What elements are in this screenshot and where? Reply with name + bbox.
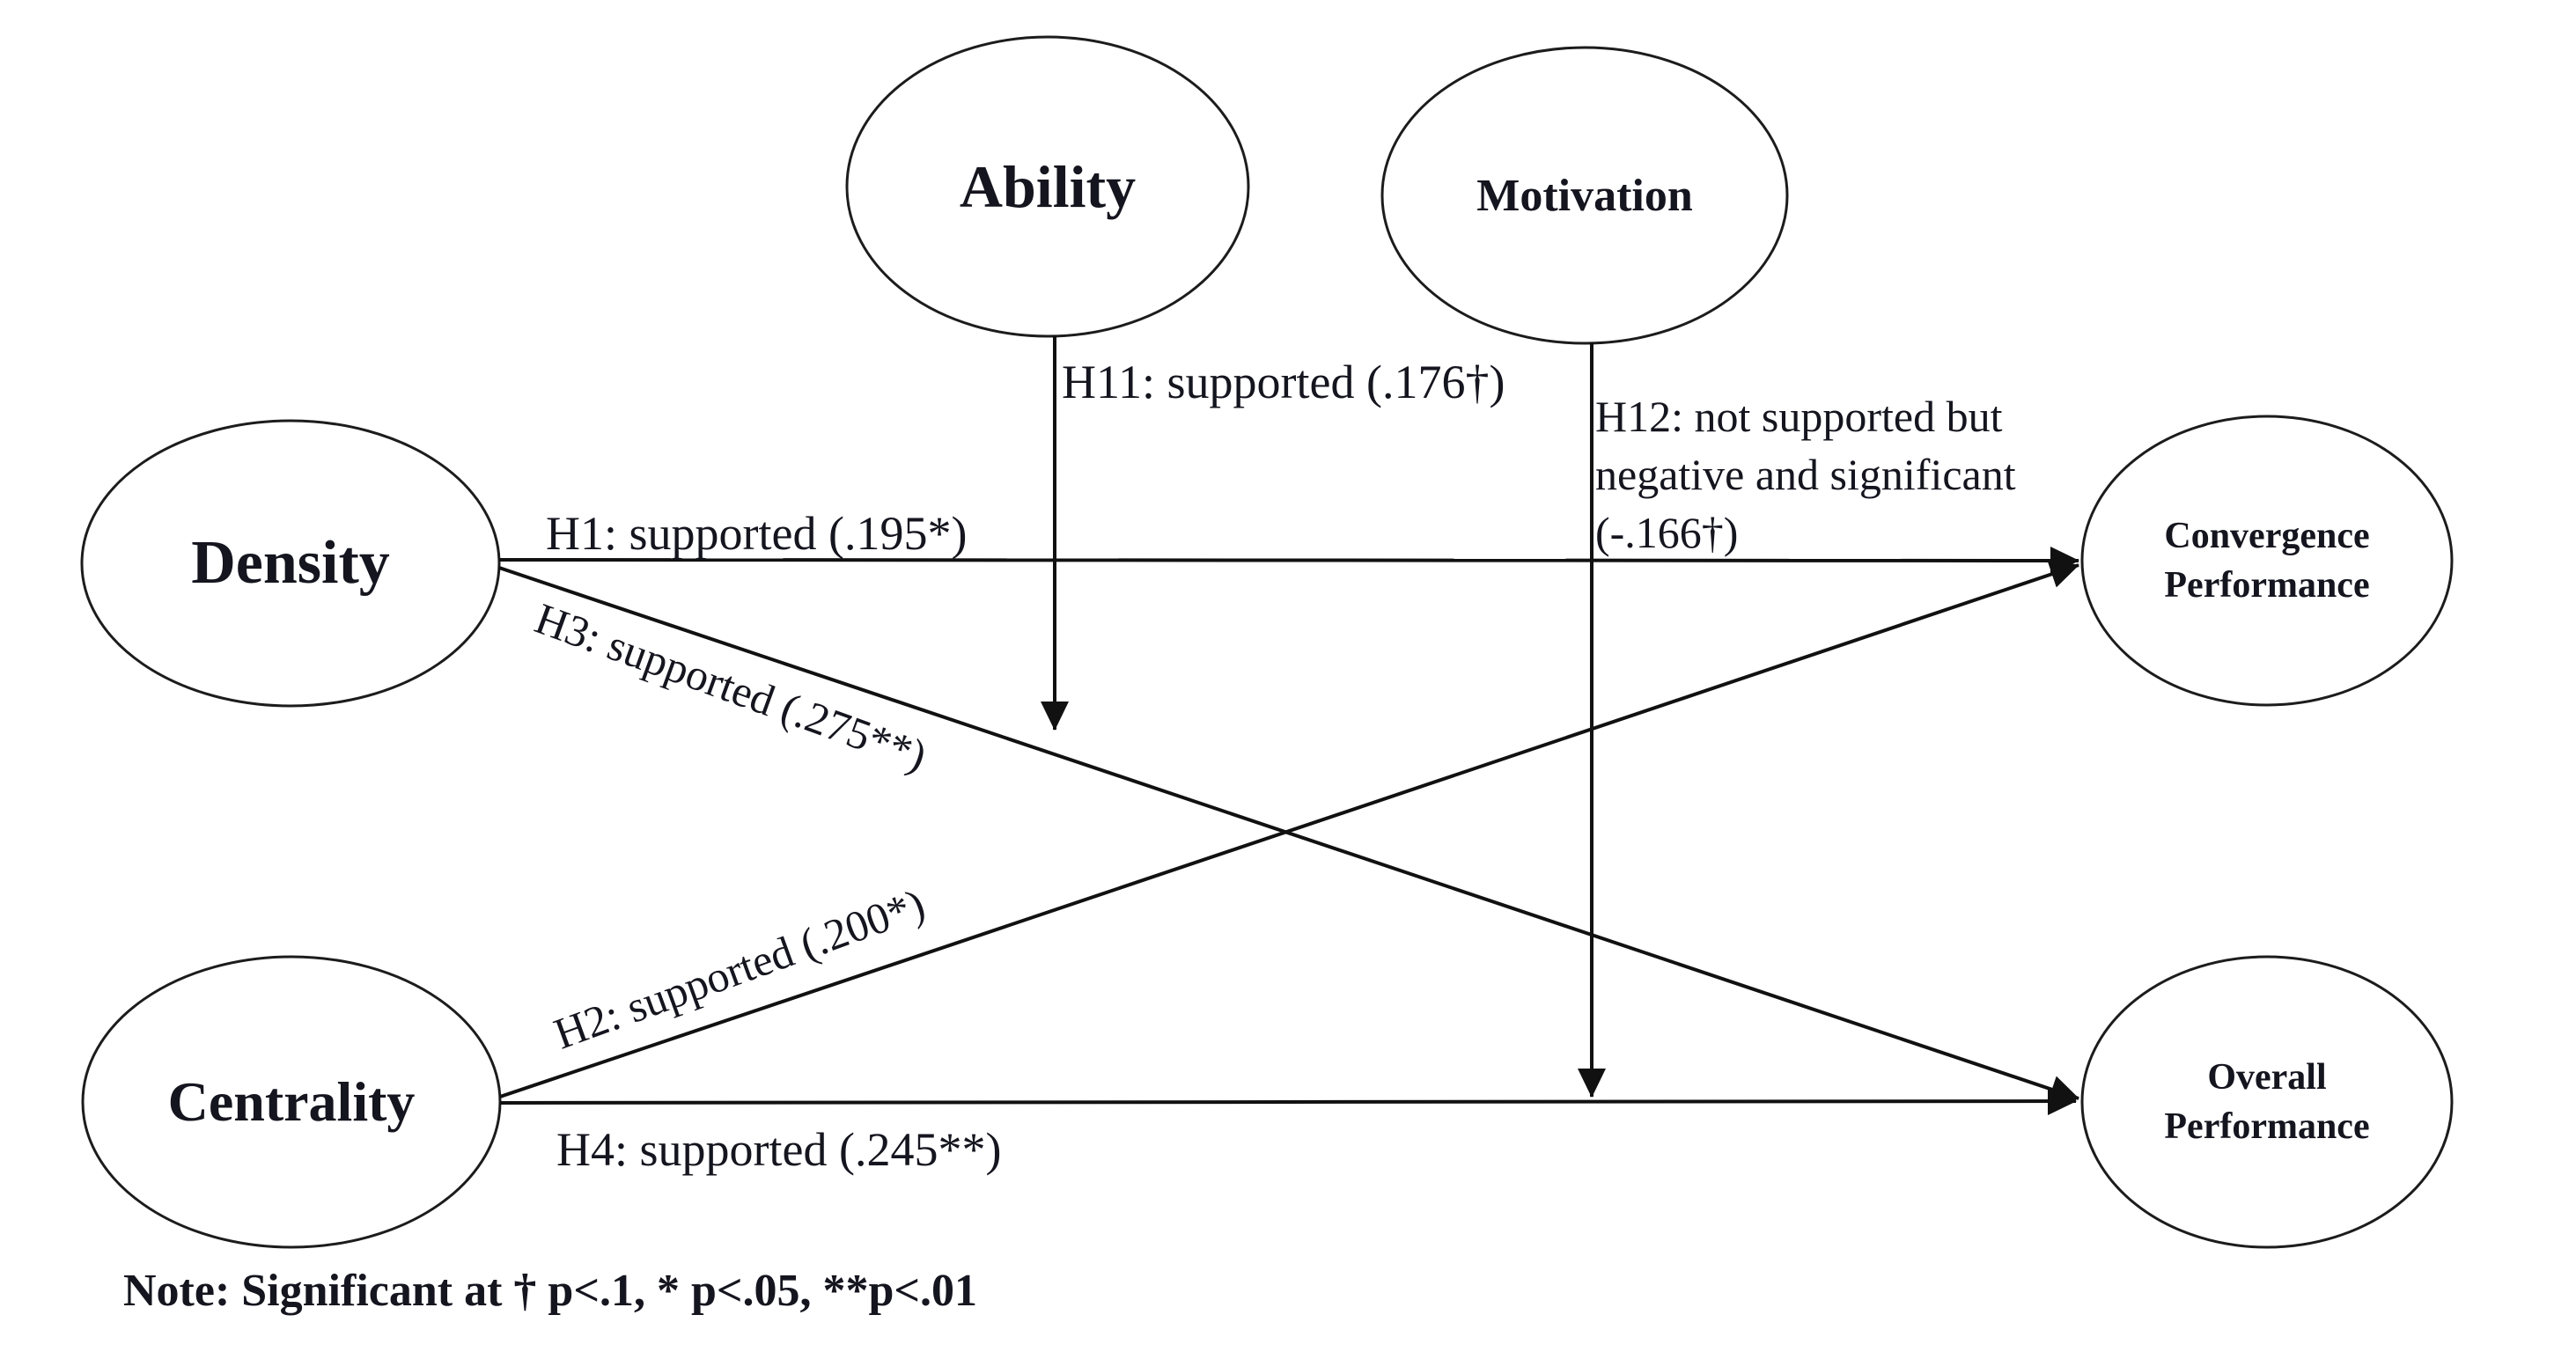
h3-arrow-density-to-overall: [498, 566, 2079, 1103]
h12-hypothesis-label: H12: not supported but negative and sign…: [1595, 387, 2016, 562]
h12-label-line3: (-.166†): [1595, 508, 1739, 557]
overall-performance-node-ellipse: [2080, 955, 2454, 1249]
density-node-ellipse: [80, 419, 501, 708]
h1-arrow-density-to-convergence: [498, 546, 2079, 575]
h12-label-line2: negative and significant: [1595, 450, 2016, 499]
h2-arrow-centrality-to-convergence: [499, 561, 2079, 1098]
motivation-node-ellipse: [1380, 46, 1789, 345]
h4-hypothesis-label: H4: supported (.245**): [556, 1123, 1002, 1176]
centrality-node-ellipse: [81, 955, 502, 1249]
h11-hypothesis-label: H11: supported (.176†): [1062, 356, 1505, 408]
h1-hypothesis-label: H1: supported (.195*): [546, 507, 968, 560]
convergence-performance-node-ellipse: [2080, 415, 2454, 707]
h4-arrow-centrality-to-overall: [499, 1087, 2077, 1116]
ability-node-ellipse: [845, 35, 1250, 338]
significance-note: Note: Significant at † p<.1, * p<.05, **…: [123, 1266, 978, 1316]
h12-label-line1: H12: not supported but: [1595, 392, 2003, 441]
